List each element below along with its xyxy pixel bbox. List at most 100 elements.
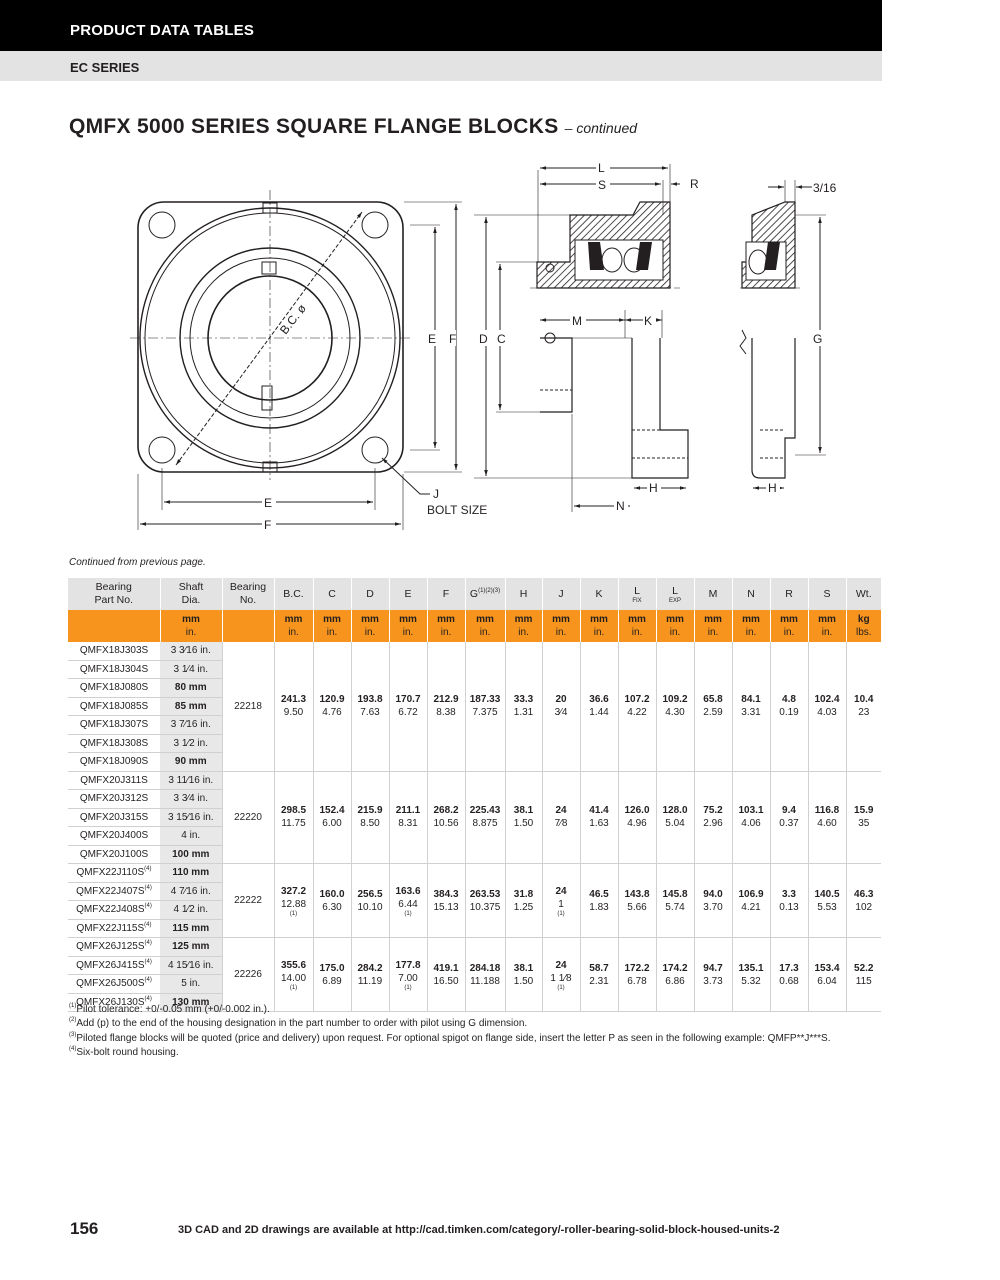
part-number-cell: QMFX18J090S (68, 752, 160, 772)
part-number-cell: QMFX26J500S(4) (68, 974, 160, 994)
part-number-cell: QMFX18J304S (68, 660, 160, 679)
shaft-dia-cell: 100 mm (160, 845, 222, 864)
bearing-number-cell: 22220 (221, 770, 274, 864)
shaft-dia-cell: 3 7⁄16 in. (160, 715, 222, 735)
shaft-dia-cell: 5 in. (160, 974, 222, 994)
dim-r: R (690, 177, 699, 191)
header-subtitle: EC SERIES (70, 60, 140, 75)
bolt-size-label: BOLT SIZE (427, 503, 487, 517)
dim-e-horiz: E (264, 496, 272, 510)
col-g: G(1)(2)(3) (464, 578, 505, 610)
shaft-dia-cell: 110 mm (160, 863, 222, 883)
part-number-cell: QMFX22J115S(4) (68, 919, 160, 938)
part-number-cell: QMFX20J311S (68, 770, 160, 790)
page-title-continued: – continued (564, 120, 638, 136)
col-n: N (731, 578, 770, 610)
table-row: QMFX22J407S(4)4 7⁄16 in. (68, 882, 881, 901)
dim-j: J (433, 487, 439, 501)
bearing-number-cell: 22222 (221, 863, 274, 938)
footer-cad-link[interactable]: 3D CAD and 2D drawings are available at … (178, 1224, 780, 1236)
dim-l: L (598, 161, 605, 175)
table-row: QMFX22J408S(4)4 1⁄2 in. (68, 900, 881, 920)
col-k: K (579, 578, 618, 610)
dim-g: G (813, 332, 822, 346)
dim-k: K (644, 314, 652, 328)
shaft-dia-cell: 4 15⁄16 in. (160, 956, 222, 975)
bearing-number-cell: 22218 (221, 642, 274, 772)
dim-h-side: H (649, 481, 658, 495)
dim-c: C (497, 332, 506, 346)
footnotes: (1)Pilot tolerance: +0/-0.05 mm (+0/-0.0… (69, 1003, 830, 1060)
footnote: (1)Pilot tolerance: +0/-0.05 mm (+0/-0.0… (69, 1003, 270, 1015)
shaft-dia-cell: 3 3⁄4 in. (160, 789, 222, 809)
dim-f-horiz: F (264, 518, 271, 530)
col-d: D (350, 578, 389, 610)
shaft-dia-cell: 85 mm (160, 697, 222, 716)
part-number-cell: QMFX22J408S(4) (68, 900, 160, 920)
table-row: QMFX26J130S(4)130 mm (68, 993, 881, 1012)
part-number-cell: QMFX18J308S (68, 734, 160, 753)
col-r: R (769, 578, 808, 610)
part-number-cell: QMFX26J125S(4) (68, 937, 160, 957)
footnote: (2)Add (p) to the end of the housing des… (69, 1017, 528, 1030)
part-number-cell: QMFX20J400S (68, 826, 160, 846)
table-row: QMFX26J500S(4)5 in. (68, 974, 881, 994)
shaft-dia-cell: 125 mm (160, 937, 222, 957)
footnote: (4)Six-bolt round housing. (69, 1045, 179, 1058)
col-m: M (693, 578, 732, 610)
shaft-dia-cell: 4 7⁄16 in. (160, 882, 222, 901)
